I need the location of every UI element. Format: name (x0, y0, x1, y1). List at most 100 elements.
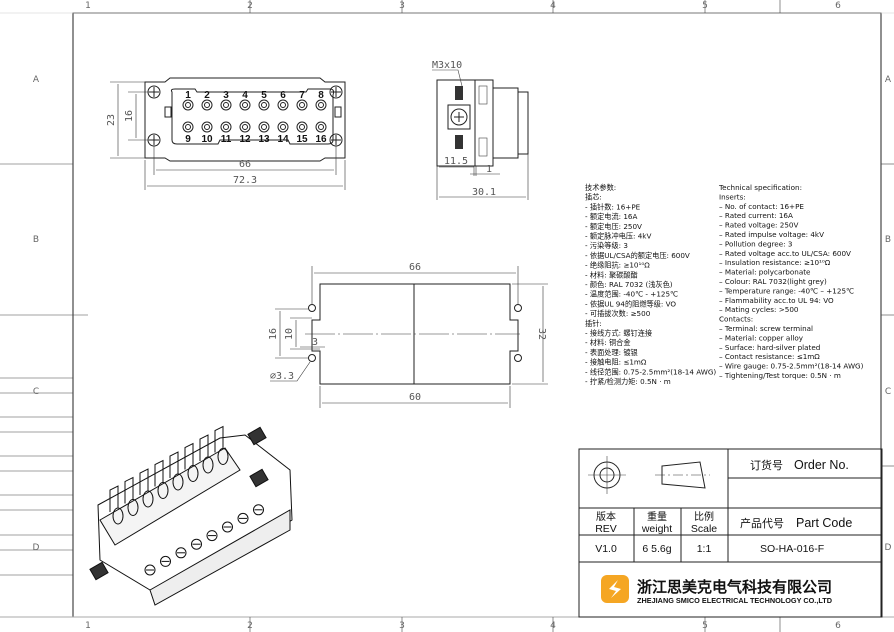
pin-number: 6 (280, 90, 286, 101)
first-angle-projection-icon (588, 456, 710, 494)
dim-cutout-hole-spacing: 16 (268, 328, 279, 340)
spec-list-chinese: 技术参数:插芯:- 插针数: 16+PE- 额定电流: 16A- 额定电压: 2… (585, 183, 716, 386)
contact-hole-icon (220, 121, 232, 133)
pin-number: 14 (277, 134, 289, 145)
contact-hole-icon (182, 99, 194, 111)
company-logo-icon (601, 575, 629, 603)
contact-hole-icon (277, 99, 289, 111)
spec-line: Contacts: (719, 315, 753, 324)
spec-line: – Surface: hard-silver plated (719, 343, 820, 352)
pin-number: 9 (185, 134, 191, 145)
contact-hole-icon (296, 121, 308, 133)
spec-line: - 线径范围: 0.75-2.5mm²(18-14 AWG) (585, 367, 716, 376)
spec-line: – Contact resistance: ≤1mΩ (719, 352, 820, 361)
grid-column-label: 4 (550, 621, 556, 631)
grid-row-label: B (33, 235, 39, 245)
contact-hole-icon (277, 121, 289, 133)
pin-number: 2 (204, 90, 210, 101)
spec-line: - 额定电压: 250V (585, 222, 642, 231)
scale-label-en: Scale (691, 523, 717, 535)
grid-row-label: C (33, 387, 39, 397)
spec-line: - 额定脉冲电压: 4kV (585, 232, 651, 241)
pin-number: 3 (223, 90, 229, 101)
spec-line: – Rated current: 16A (719, 211, 793, 220)
grid-row-label: C (885, 387, 891, 397)
spec-line: 插芯: (585, 193, 602, 202)
part-code-label-en: Part Code (796, 516, 852, 530)
contact-hole-icon (258, 121, 270, 133)
spec-line: - 绝缘阻抗: ≥10¹⁰Ω (585, 261, 650, 270)
dim-height-inner: 16 (124, 110, 135, 122)
spec-line: - 材料: 铜合金 (585, 338, 631, 347)
contact-hole-icon (296, 99, 308, 111)
spec-list-english: Technical specification:Inserts:– No. of… (718, 183, 864, 380)
dim-height-outer: 23 (106, 114, 117, 126)
pin-number: 10 (201, 134, 213, 145)
title-block: 订货号 Order No. 版本 REV 重量 weight 比例 Scale … (578, 448, 883, 618)
contact-hole-icon (220, 99, 232, 111)
grid-column-label: 6 (835, 1, 841, 11)
spec-line: - 温度范围: -40℃ - +125℃ (585, 290, 678, 299)
spec-line: - 拧紧/检测力矩: 0.5N · m (585, 377, 671, 386)
scale-label-cn: 比例 (694, 510, 714, 523)
screw-head-icon (450, 108, 468, 126)
spec-line: – Rated voltage: 250V (719, 221, 798, 230)
dim-side-a: 11.5 (444, 156, 468, 167)
isometric-connector-view (89, 425, 293, 606)
dim-hole-diameter: ∅3.3 (270, 371, 294, 382)
weight-value: 6 5.6g (642, 543, 671, 555)
spec-line: – Mating cycles: >500 (719, 305, 799, 314)
pin-number: 16 (315, 134, 327, 145)
contact-hole-icon (201, 121, 213, 133)
weight-label-cn: 重量 (647, 510, 667, 523)
dim-cutout-bottom: 60 (409, 392, 421, 403)
contact-hole-icon (182, 121, 194, 133)
dim-side-b: 1 (486, 164, 492, 175)
spec-line: - 依据UL/CSA的额定电压: 600V (585, 251, 690, 260)
pin-number: 8 (318, 90, 324, 101)
grid-column-label: 5 (702, 621, 708, 631)
spec-line: – Terminal: screw terminal (719, 324, 813, 333)
spec-line: – Tightening/Test torque: 0.5N · m (719, 371, 841, 380)
screw-label: M3x10 (432, 60, 462, 71)
spec-line: – Rated voltage acc.to UL/CSA: 600V (719, 249, 851, 258)
grid-column-label: 1 (85, 1, 91, 11)
company-name-cn: 浙江思美克电气科技有限公司 (637, 578, 832, 596)
spec-line: - 污染等级: 3 (585, 241, 628, 250)
scale-value: 1:1 (697, 543, 712, 555)
part-code-label-cn: 产品代号 (740, 516, 784, 530)
spec-line: Inserts: (719, 192, 746, 201)
grid-row-label: B (885, 235, 891, 245)
spec-line: - 依据UL 94的阻燃等级: VO (585, 299, 676, 308)
spec-line: 技术参数: (585, 183, 616, 192)
spec-line: – Rated impulse voltage: 4kV (719, 230, 824, 239)
spec-line: - 接线方式: 螺钉连接 (585, 329, 652, 338)
pin-number: 5 (261, 90, 267, 101)
order-no-label-cn: 订货号 (750, 458, 783, 472)
pin-number: 1 (185, 90, 191, 101)
contact-hole-icon (239, 121, 251, 133)
company-name-en: ZHEJIANG SMICO ELECTRICAL TECHNOLOGY CO.… (637, 596, 832, 605)
spec-line: - 材料: 聚碳酸酯 (585, 270, 638, 279)
dim-cutout-height: 32 (536, 328, 547, 340)
dim-cutout-notch: 10 (284, 328, 295, 340)
grid-row-label: A (885, 75, 892, 85)
contact-hole-icon (201, 99, 213, 111)
spec-line: - 额定电流: 16A (585, 212, 637, 221)
spec-line: – Insulation resistance: ≥10¹⁰Ω (719, 258, 831, 267)
spec-line: – Wire gauge: 0.75-2.5mm²(18-14 AWG) (719, 362, 864, 371)
pin-number: 11 (221, 134, 232, 145)
mounting-screw-icon (147, 85, 343, 147)
grid-row-label: D (33, 543, 40, 553)
spec-line: Technical specification: (718, 183, 802, 192)
order-no-label-en: Order No. (794, 458, 849, 472)
side-view: M3x10 11.5 1 30.1 (432, 60, 529, 200)
grid-column-label: 2 (247, 1, 253, 11)
dim-width-total: 72.3 (233, 175, 257, 186)
spec-line: - 插针数: 16+PE (585, 202, 641, 211)
spec-line: 插针: (585, 319, 602, 328)
pin-number: 15 (296, 134, 308, 145)
spec-line: – Flammability acc.to UL 94: VO (719, 296, 834, 305)
